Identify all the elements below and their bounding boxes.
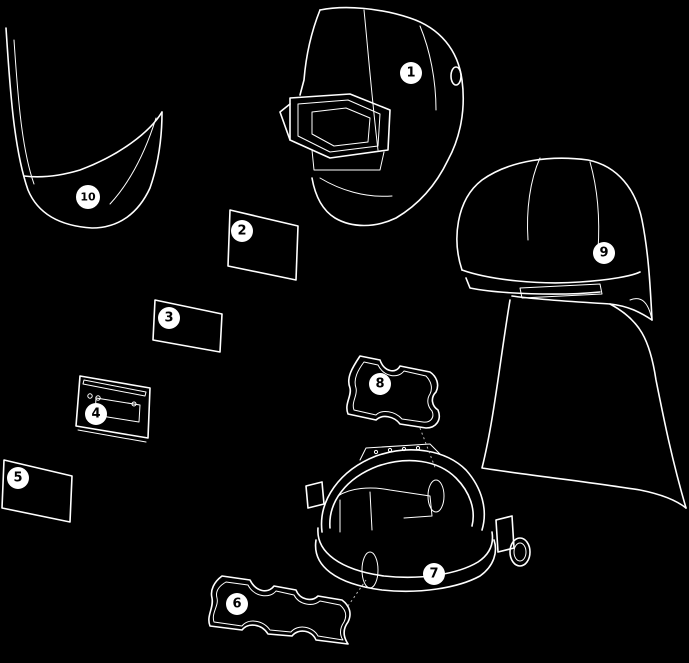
part-number-badge-2: 2	[231, 220, 253, 242]
svg-text:8: 8	[375, 377, 384, 392]
headgear-part	[306, 444, 530, 591]
svg-text:5: 5	[13, 471, 22, 486]
part-number-badge-3: 3	[158, 307, 180, 329]
svg-text:6: 6	[232, 597, 241, 612]
part-number-badge-9: 9	[593, 242, 615, 264]
part-number-badge-7: 7	[423, 563, 445, 585]
svg-text:3: 3	[164, 311, 173, 326]
part-number-badge-5: 5	[7, 467, 29, 489]
svg-text:10: 10	[80, 191, 96, 204]
outer-cover-lens-part	[228, 210, 298, 280]
part-number-badge-1: 1	[400, 62, 422, 84]
helmet-shell-part	[280, 8, 463, 226]
hard-hat-part	[457, 158, 686, 508]
svg-text:7: 7	[429, 567, 438, 582]
svg-text:9: 9	[599, 246, 608, 261]
part-number-badge-4: 4	[85, 403, 107, 425]
svg-text:1: 1	[406, 66, 415, 81]
part-number-badge-8: 8	[369, 373, 391, 395]
svg-text:2: 2	[237, 224, 246, 239]
part-number-badge-10: 10	[76, 185, 100, 209]
part-number-badge-6: 6	[226, 593, 248, 615]
svg-text:4: 4	[91, 407, 100, 422]
leader-line-6	[348, 580, 366, 606]
front-sweatband-part	[347, 356, 439, 428]
